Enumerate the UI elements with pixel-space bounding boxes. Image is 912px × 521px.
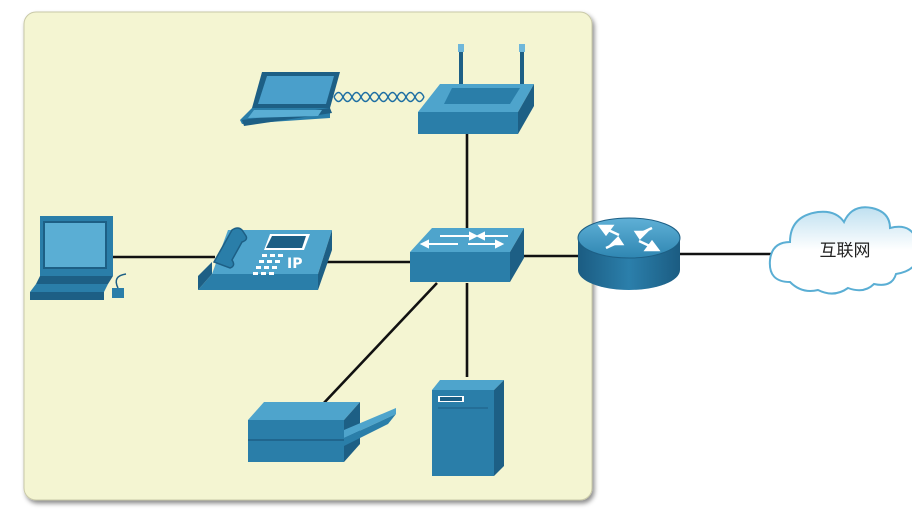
links [112, 132, 772, 406]
ip-phone-icon[interactable]: IP [198, 227, 332, 290]
cloud-label: 互联网 [820, 241, 871, 261]
wireless-router-icon[interactable] [418, 44, 534, 134]
laptop-icon[interactable] [240, 72, 340, 126]
server-icon[interactable] [432, 380, 504, 476]
switch-icon[interactable] [410, 228, 524, 282]
wifi-signal [333, 91, 425, 103]
cloud-icon: 互联网 [768, 206, 912, 295]
printer-icon[interactable] [248, 402, 396, 462]
link-switch-printer [321, 282, 438, 406]
router-icon[interactable] [577, 217, 681, 290]
desktop-pc-icon[interactable] [30, 216, 127, 300]
phone-ip-label: IP [287, 256, 302, 272]
